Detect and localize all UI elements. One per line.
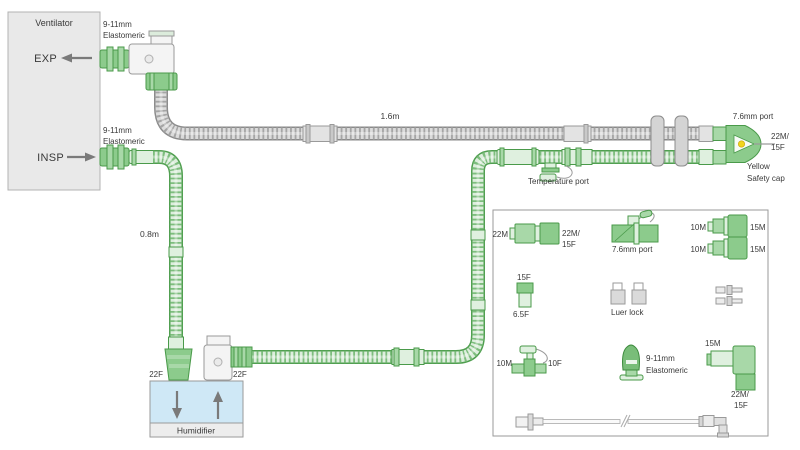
legend-elbow-top-label: 15M [705, 339, 721, 348]
wye-size-label-1: 22M/ [771, 132, 790, 141]
temp-port-segment [496, 149, 540, 165]
safety-cap-label-2: Safety cap [747, 174, 785, 183]
legend-box: 22M 22M/ 15F 7.6mm port 10M 15M [492, 209, 769, 438]
legend-elbow-connector [706, 345, 756, 391]
ventilator-box: Ventilator EXP INSP [7, 11, 101, 191]
insp-arrow-icon [67, 152, 96, 162]
wye-piece [712, 125, 775, 165]
inspiratory-delivery-tube [252, 147, 714, 367]
legend-elbow-bottom-label-1: 22M/ [731, 390, 750, 399]
humidifier-outlet-elbow [203, 335, 253, 381]
legend-probe-line [515, 413, 729, 438]
legend-straight-right-label-1: 22M/ [562, 229, 581, 238]
legend-reducer-bottom [707, 236, 748, 260]
humidifier-inlet-connector [164, 348, 193, 381]
insp-tube-ring [168, 246, 184, 258]
legend-catheter-top-label: 15F [517, 273, 531, 282]
exp-elastomeric-label-1: 9-11mm [103, 20, 132, 29]
exp-arrow-icon [61, 53, 92, 63]
legend-port-adapter [611, 209, 659, 245]
exp-elbow [128, 30, 178, 91]
flow-down-arrow-icon [172, 391, 182, 419]
wye-port-label: 7.6mm port [733, 112, 774, 121]
legend-reducer-bottom-right: 15M [750, 245, 766, 254]
legend-tpiece-right-label: 10F [548, 359, 562, 368]
exp-port-label: EXP [34, 53, 57, 65]
exp-tube-swivel [302, 125, 338, 142]
legend-reducer-top-right: 15M [750, 223, 766, 232]
legend-port-adapter-label: 7.6mm port [612, 245, 653, 254]
legend-straight-connector [509, 222, 560, 245]
insp-elastomeric-connector [99, 144, 156, 170]
legend-straight-right-label-2: 15F [562, 240, 576, 249]
legend-mini-connectors [715, 285, 743, 306]
humidifier-title: Humidifier [177, 426, 215, 436]
humidifier-outlet-label: 22F [233, 370, 247, 379]
legend-luer-lock-label: Luer lock [611, 308, 644, 317]
exp-limb-length-label: 1.6m [381, 111, 400, 121]
legend-reducer-bottom-left: 10M [690, 245, 706, 254]
yellow-safety-cap [737, 140, 745, 148]
insp-elastomeric-label-2: Elastomeric [103, 137, 145, 146]
legend-plug-label-1: 9-11mm [646, 354, 675, 363]
exp-limb-tube [154, 87, 714, 144]
legend-plug-label-2: Elastomeric [646, 366, 688, 375]
legend-elastomeric-plug [619, 344, 644, 381]
legend-reducer-top [707, 214, 748, 238]
ventilator-title: Ventilator [35, 18, 73, 28]
tube-ring [470, 299, 486, 311]
legend-catheter-bottom-label: 6.5F [513, 310, 529, 319]
insp-elastomeric-label-1: 9-11mm [103, 126, 132, 135]
temperature-port-cap [539, 173, 557, 182]
insp-port-label: INSP [37, 152, 64, 164]
flow-up-arrow-icon [213, 391, 223, 419]
exp-elastomeric-connector [99, 46, 130, 72]
humidifier-inlet-label: 22F [149, 370, 163, 379]
tube-ring [470, 229, 486, 241]
legend-catheter-adapter [516, 282, 534, 308]
insp-limb-tube [153, 150, 184, 350]
legend-straight-left-label: 22M [492, 230, 508, 239]
legend-t-piece [511, 345, 548, 377]
wye-size-label-2: 15F [771, 143, 785, 152]
insp-limb-length-label: 0.8m [140, 229, 159, 239]
legend-tpiece-left-label: 10M [496, 359, 512, 368]
exp-elastomeric-label-2: Elastomeric [103, 31, 145, 40]
temperature-port [539, 162, 573, 182]
legend-reducer-top-left: 10M [690, 223, 706, 232]
legend-luer-lock [610, 282, 647, 305]
humidifier: Humidifier [149, 380, 244, 438]
legend-elbow-bottom-label-2: 15F [734, 401, 748, 410]
safety-cap-label-1: Yellow [747, 162, 770, 171]
tube-clips [650, 115, 689, 167]
temperature-port-label: Temperature port [528, 177, 590, 186]
